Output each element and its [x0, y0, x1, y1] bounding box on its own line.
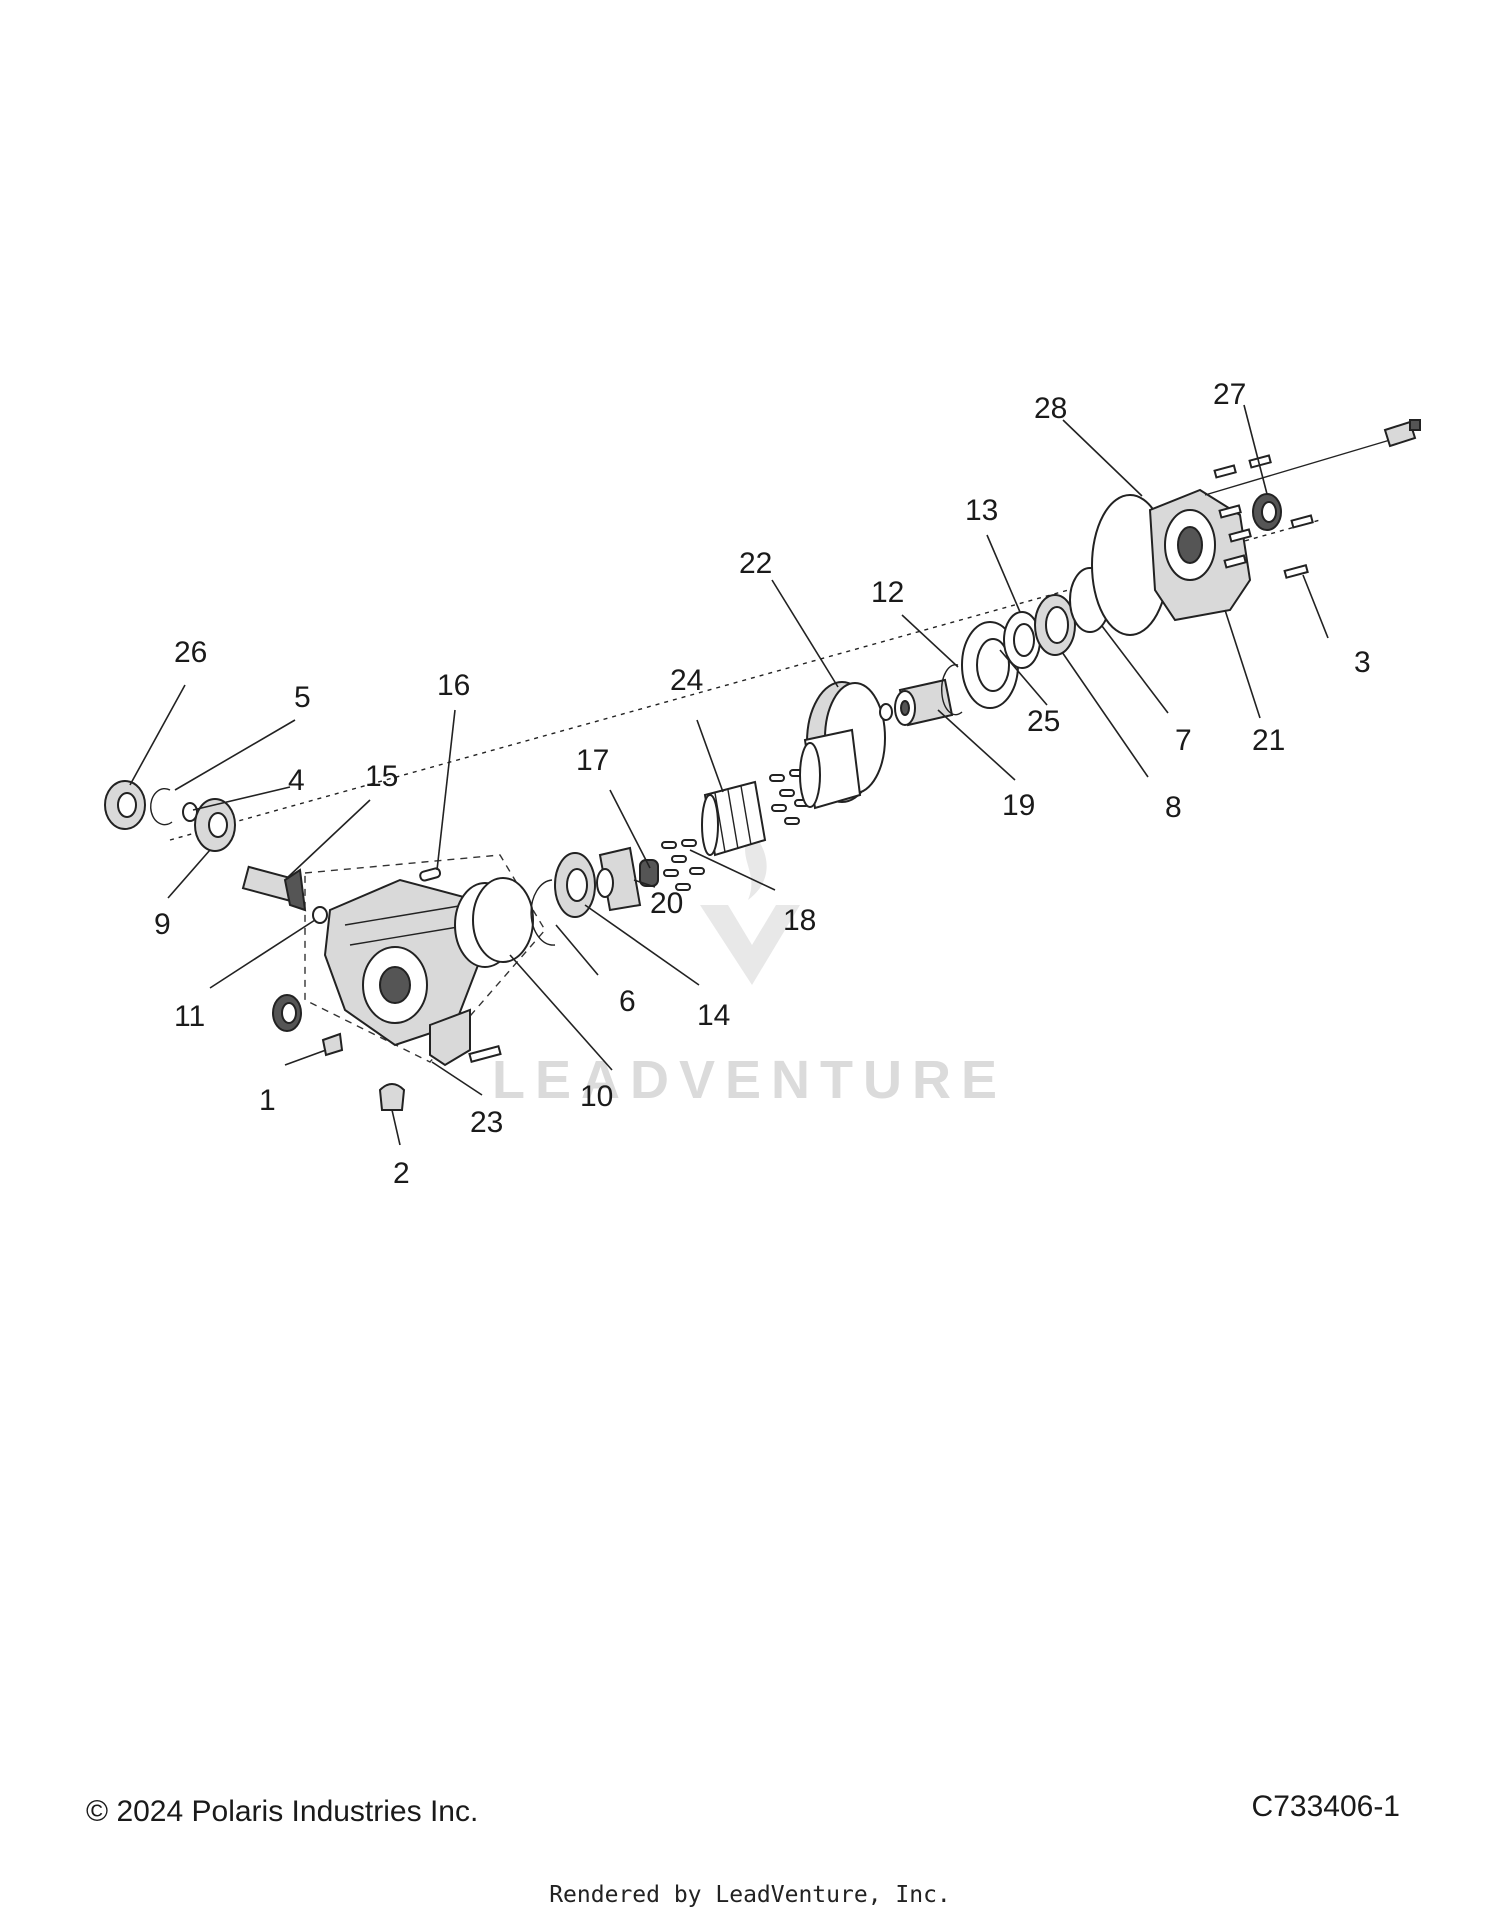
callout-25: 25 — [1027, 705, 1060, 738]
watermark-flame — [745, 830, 767, 900]
callout-7: 7 — [1175, 724, 1192, 757]
callout-23: 23 — [470, 1106, 503, 1139]
watermark-logo — [700, 905, 800, 985]
callout-17: 17 — [576, 744, 609, 777]
leader-lines — [129, 404, 1329, 1146]
bearing-13 — [1003, 611, 1041, 669]
callout-6: 6 — [619, 985, 636, 1018]
bearing-9 — [194, 798, 236, 852]
assembly-axis — [169, 519, 1321, 841]
ring-10 — [454, 877, 534, 968]
callout-14: 14 — [697, 999, 730, 1032]
callout-24: 24 — [670, 664, 703, 697]
callout-4: 4 — [288, 764, 305, 797]
callout-12: 12 — [871, 576, 904, 609]
callout-9: 9 — [154, 908, 171, 941]
callout-19: 19 — [1002, 789, 1035, 822]
hub-20 — [596, 846, 642, 912]
gear-17 — [639, 859, 659, 887]
callout-8: 8 — [1165, 791, 1182, 824]
ring-gear-22 — [799, 681, 886, 810]
callout-18: 18 — [783, 904, 816, 937]
callout-21: 21 — [1252, 724, 1285, 757]
callout-5: 5 — [294, 681, 311, 714]
callout-10: 10 — [580, 1080, 613, 1113]
callout-3: 3 — [1354, 646, 1371, 679]
watermark: LEADVENTURE — [492, 830, 1007, 1110]
callout-20: 20 — [650, 887, 683, 920]
bearing-14 — [554, 852, 596, 918]
bushing-19 — [894, 678, 954, 727]
housing-assembly-outline — [304, 854, 546, 1063]
snap-ring-5 — [149, 787, 173, 826]
callout-11: 11 — [174, 1000, 205, 1033]
dowel-pin — [468, 1045, 502, 1063]
drain-plug-1 — [321, 1032, 344, 1057]
callout-27: 27 — [1213, 378, 1246, 411]
bearing-8 — [1034, 594, 1076, 656]
sensor-wire — [1204, 419, 1421, 496]
callout-numbers: 1 2 3 4 5 6 7 8 9 10 11 12 13 14 15 16 1… — [154, 378, 1371, 1190]
pinion-shaft — [241, 865, 307, 912]
callout-13: 13 — [965, 494, 998, 527]
diagram-id: C733406-1 — [1251, 1790, 1400, 1823]
seal-27 — [1252, 493, 1282, 531]
copyright-notice: © 2024 Polaris Industries Inc. — [86, 1795, 479, 1828]
watermark-text: LEADVENTURE — [492, 1050, 1007, 1110]
callout-28: 28 — [1034, 392, 1067, 425]
callout-16: 16 — [437, 669, 470, 702]
pin-16 — [419, 867, 442, 882]
o-ring-11 — [312, 906, 328, 924]
o-ring-small — [879, 703, 893, 721]
fill-plug-2 — [378, 1083, 406, 1111]
roller-cage-24 — [701, 780, 767, 857]
bolts — [1213, 454, 1314, 579]
snap-ring-12 — [941, 663, 963, 716]
seal-26 — [104, 780, 146, 830]
rendered-by-credit: Rendered by LeadVenture, Inc. — [549, 1882, 951, 1908]
callout-22: 22 — [739, 547, 772, 580]
callout-1: 1 — [259, 1084, 276, 1117]
axle-seal — [272, 994, 302, 1032]
snap-ring-6 — [530, 879, 556, 946]
callout-15: 15 — [365, 760, 398, 793]
main-housing — [323, 878, 482, 1067]
callout-26: 26 — [174, 636, 207, 669]
callout-2: 2 — [393, 1157, 410, 1190]
